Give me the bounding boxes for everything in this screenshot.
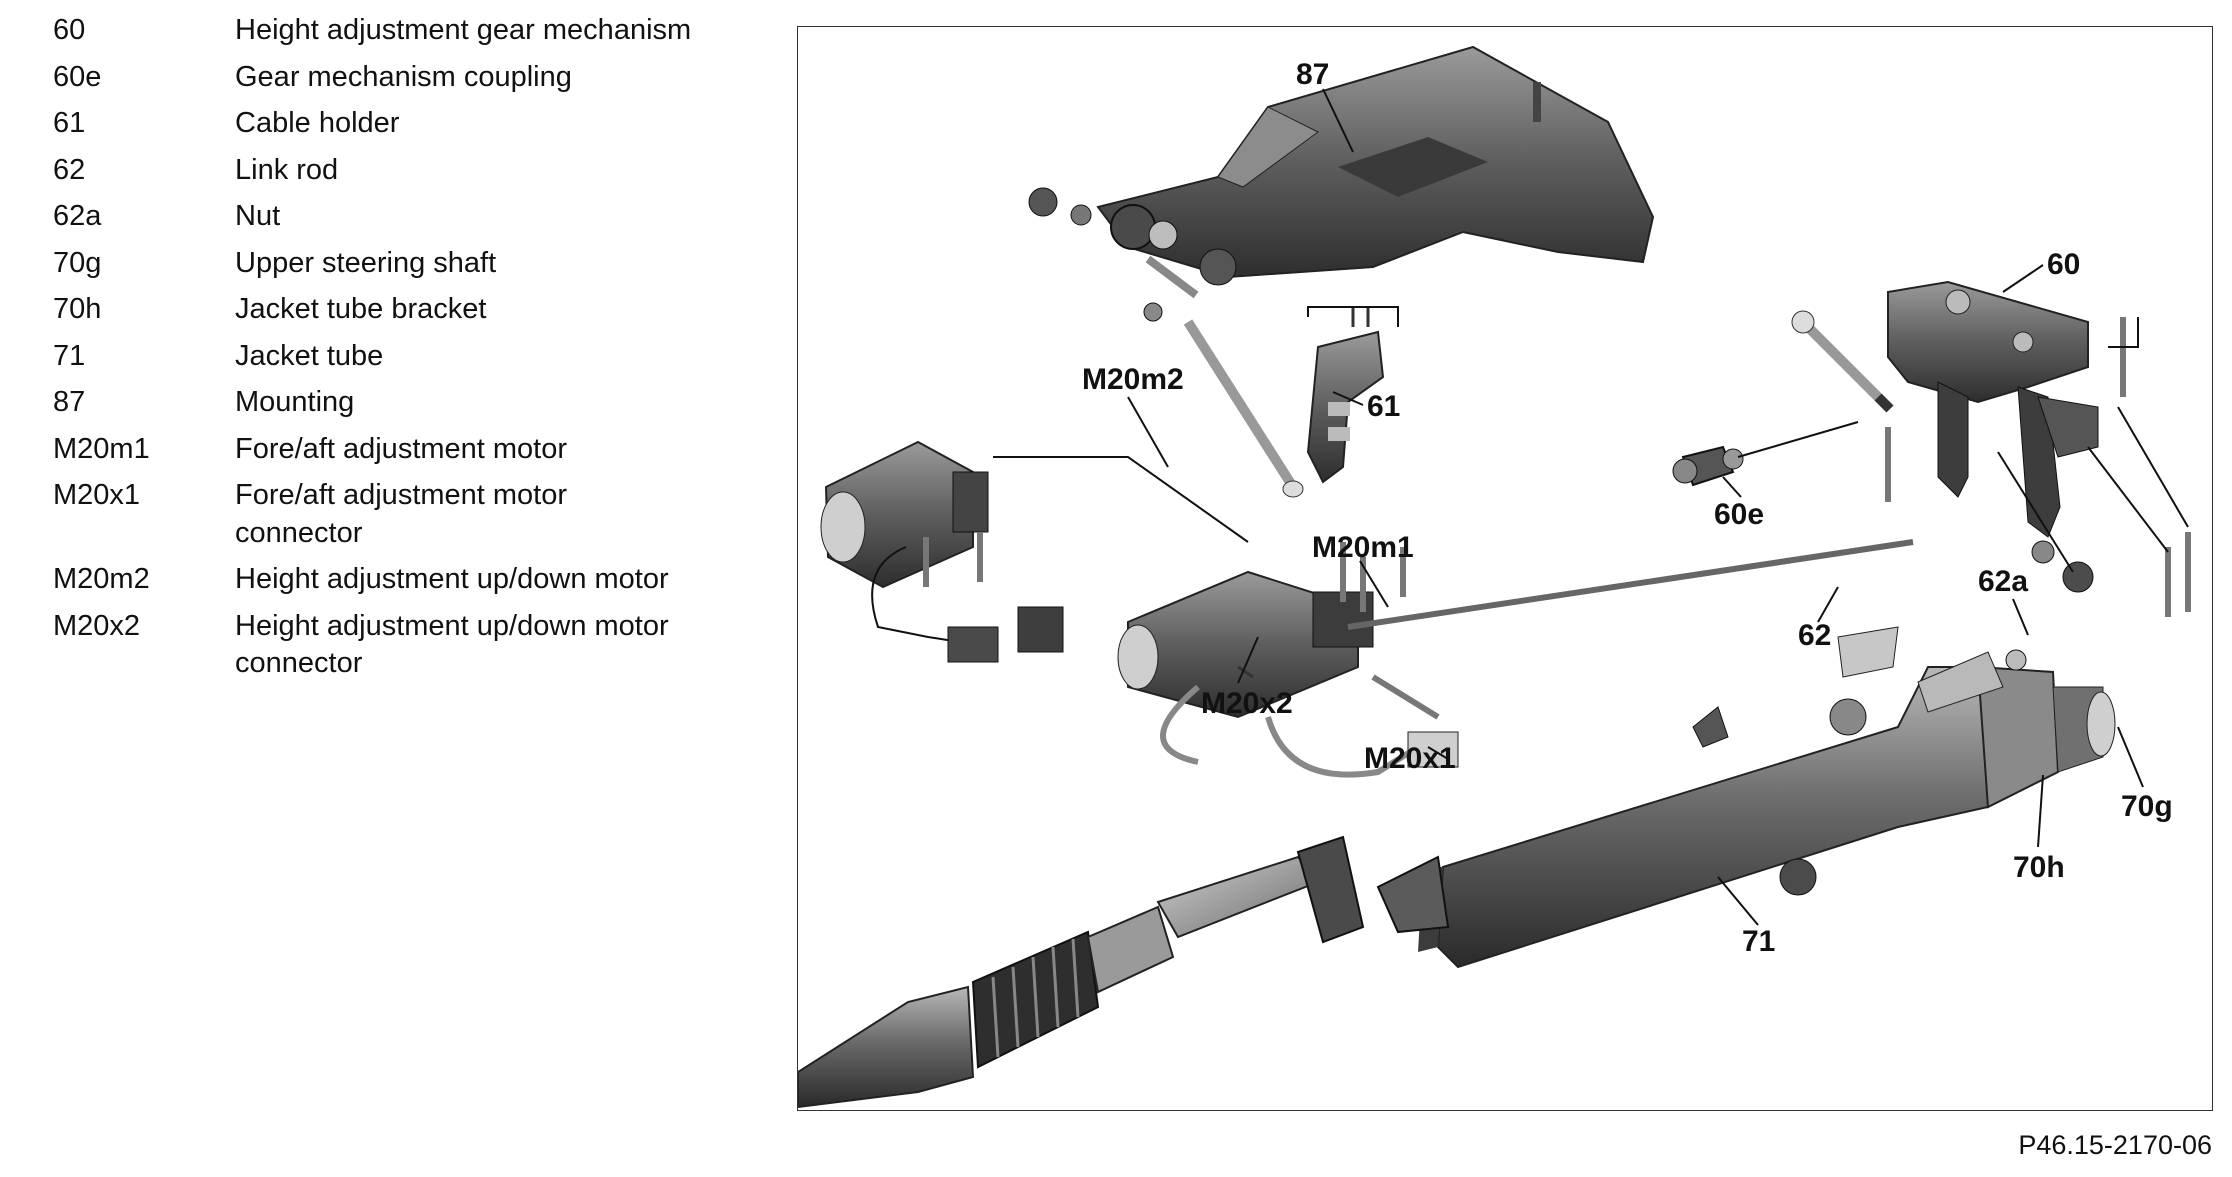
legend-row: 71 Jacket tube [53, 338, 753, 376]
legend-code: 60 [53, 14, 86, 46]
jacket-tube-part [1418, 626, 2116, 969]
callout-71: 71 [1742, 925, 1775, 958]
legend-desc: Fore/aft adjustment motor [235, 432, 568, 465]
legend-code: M20x2 [53, 609, 141, 642]
cable-holder-part [1306, 306, 1399, 484]
legend-code: 61 [53, 107, 86, 139]
exploded-view-drawing: 87 60 61 60e 62 62a 70g 70h 71 M20m1 M20… [798, 45, 2191, 1109]
legend-desc: Link rod [235, 153, 339, 186]
legend-desc: Jacket tube [235, 339, 384, 372]
callout-62: 62 [1798, 619, 1831, 652]
callout-61: 61 [1367, 390, 1400, 423]
mounting-part [1028, 45, 1655, 498]
legend-row: 87 Mounting [53, 384, 753, 422]
height-gear-mechanism-part [1791, 280, 2191, 617]
lower-steering-shaft-part [798, 835, 1450, 1109]
legend-code: 62 [53, 153, 86, 186]
legend-row: M20x2 Height adjustment up/down motor con… [53, 608, 753, 683]
legend-row: 62 Link rod [53, 152, 753, 190]
legend-row: M20m1 Fore/aft adjustment motor [53, 431, 753, 469]
callout-m20m1: M20m1 [1312, 531, 1414, 564]
legend-row: 70g Upper steering shaft [53, 245, 753, 283]
legend-code: 62a [53, 200, 102, 232]
legend-desc: Cable holder [235, 107, 400, 139]
legend-row: 61 Cable holder [53, 105, 753, 143]
legend-row: 62a Nut [53, 198, 753, 236]
legend-row: M20m2 Height adjustment up/down motor [53, 561, 753, 599]
legend-row: 70h Jacket tube bracket [53, 291, 753, 329]
legend-code: 87 [53, 386, 86, 418]
legend-desc: Nut [235, 200, 281, 232]
legend-desc: Height adjustment up/down motor [235, 563, 669, 595]
legend-code: 60e [53, 60, 102, 93]
leader-lines [1127, 88, 2144, 926]
legend-code: M20m2 [53, 563, 150, 595]
callout-labels: 87 60 61 60e 62 62a 70g 70h 71 M20m1 M20… [1082, 58, 2173, 958]
fore-aft-motor-part [1117, 539, 1914, 778]
callout-70h: 70h [2013, 851, 2065, 884]
height-motor-part [820, 440, 1249, 663]
callout-m20x2: M20x2 [1201, 687, 1293, 720]
figure-reference: P46.15-2170-06 [2018, 1130, 2212, 1160]
legend-desc: Height adjustment gear mechanism [235, 14, 692, 46]
legend-desc: Jacket tube bracket [235, 293, 487, 325]
legend-code: M20m1 [53, 432, 150, 465]
legend-desc: Upper steering shaft [235, 246, 497, 279]
legend-row: 60 Height adjustment gear mechanism [53, 12, 753, 50]
callout-60e: 60e [1714, 498, 1764, 531]
gear-coupling-part [1672, 421, 1859, 487]
callout-62a: 62a [1978, 565, 2028, 598]
callout-60: 60 [2047, 248, 2080, 281]
legend-code: 70h [53, 293, 102, 325]
legend-code: M20x1 [53, 479, 141, 511]
legend-desc: Mounting [235, 386, 355, 418]
callout-m20m2: M20m2 [1082, 363, 1184, 396]
legend-desc: Height adjustment up/down motor connecto… [235, 609, 669, 680]
legend: 60 Height adjustment gear mechanism 60e Ge… [53, 12, 753, 692]
legend-code: 70g [53, 246, 102, 279]
legend-row: M20x1 Fore/aft adjustment motor connector [53, 477, 753, 552]
callout-87: 87 [1296, 58, 1329, 91]
callout-70g: 70g [2121, 790, 2173, 823]
legend-desc: Gear mechanism coupling [235, 60, 572, 93]
legend-code: 71 [53, 339, 86, 372]
legend-desc: Fore/aft adjustment motor connector [235, 479, 568, 549]
legend-row: 60e Gear mechanism coupling [53, 59, 753, 97]
exploded-view-figure: 87 60 61 60e 62 62a 70g 70h 71 M20m1 M20… [797, 26, 2213, 1111]
callout-m20x1: M20x1 [1364, 742, 1456, 775]
